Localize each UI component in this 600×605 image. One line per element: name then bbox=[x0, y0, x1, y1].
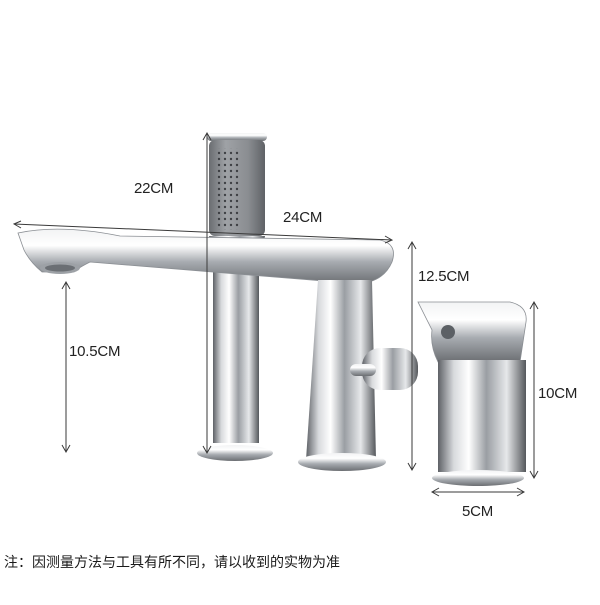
hand-shower-height-label: 22CM bbox=[134, 180, 174, 197]
mixer-lever bbox=[417, 301, 527, 363]
spout-base bbox=[298, 453, 386, 471]
diverter-knob bbox=[362, 348, 418, 390]
dimension-lines bbox=[12, 131, 539, 497]
spout-arm bbox=[17, 228, 394, 285]
mixer-base bbox=[432, 470, 524, 486]
valve-height-arrows bbox=[407, 240, 417, 472]
lever-screw-cap bbox=[441, 325, 455, 339]
hand-shower-height-arrows bbox=[202, 131, 212, 455]
spout-length-arrows bbox=[12, 220, 394, 244]
handle-height-label: 10CM bbox=[538, 385, 578, 402]
spout-aerator-inner bbox=[45, 264, 75, 272]
spout-column bbox=[306, 280, 376, 460]
hand-shower-top-cap bbox=[207, 133, 267, 141]
spout-height-arrows bbox=[61, 280, 71, 454]
hand-shower-holder bbox=[213, 268, 259, 443]
base-diameter-label: 5CM bbox=[462, 503, 494, 520]
hand-shower-base bbox=[197, 445, 273, 461]
spout-length-line bbox=[13, 223, 393, 241]
diverter-lever bbox=[350, 364, 376, 376]
base-diameter-arrows bbox=[430, 487, 526, 497]
handle-height-arrows bbox=[529, 300, 539, 480]
spout bbox=[17, 228, 418, 471]
valve-height-label: 12.5CM bbox=[418, 268, 470, 285]
shower-spray-face bbox=[215, 148, 241, 230]
spout-length-label: 24CM bbox=[283, 209, 323, 226]
measurement-note: 注：因测量方法与工具有所不同，请以收到的实物为准 bbox=[4, 555, 340, 571]
mixer-valve bbox=[417, 301, 527, 486]
hand-shower bbox=[197, 133, 273, 461]
spout-height-label: 10.5CM bbox=[69, 343, 121, 360]
mixer-body bbox=[438, 360, 526, 472]
